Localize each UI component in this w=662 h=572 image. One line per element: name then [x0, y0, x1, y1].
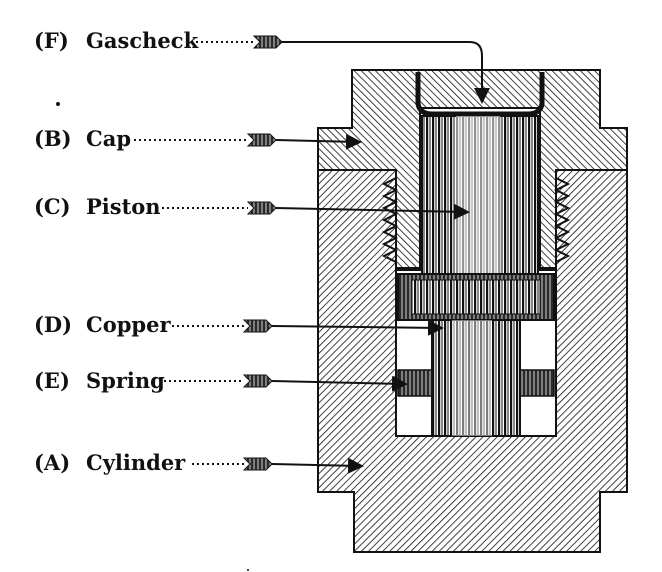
label-name: Spring [86, 368, 165, 393]
copper-highlight [452, 320, 492, 436]
label-name: Piston [86, 194, 161, 219]
label-name: Cylinder [86, 450, 186, 475]
spring-block-right [519, 369, 555, 397]
copper-crusher [431, 319, 521, 437]
label-spring: (E) Spring [34, 368, 165, 393]
feather-gascheck [252, 35, 283, 49]
arrow-gascheck [282, 41, 490, 104]
label-copper: (D) Copper [34, 312, 171, 337]
arrow-cap [275, 133, 362, 150]
label-name: Cap [86, 126, 131, 151]
arrow-spring [271, 375, 408, 392]
label-letter: (E) [34, 368, 70, 393]
feather-spring [242, 374, 273, 388]
speck [56, 102, 60, 106]
leader-lines [134, 41, 254, 465]
feather-cylinder [242, 457, 273, 471]
label-cap: (B) Cap [34, 126, 131, 151]
label-name: Gascheck [86, 28, 199, 53]
label-letter: (D) [34, 312, 72, 337]
label-piston: (C) Piston [34, 194, 161, 219]
piston-shaft-highlight [456, 116, 500, 274]
speck [247, 569, 249, 571]
label-cylinder: (A) Cylinder [34, 450, 186, 475]
label-letter: (F) [34, 28, 69, 53]
arrow-cylinder [271, 457, 364, 474]
arrow-piston [275, 203, 470, 220]
label-letter: (C) [34, 194, 71, 219]
arrow-feathers [242, 35, 283, 471]
piston-head-inner [411, 279, 541, 315]
label-gascheck: (F) Gascheck [34, 28, 199, 53]
feather-piston [246, 201, 277, 215]
thread-left [381, 177, 399, 263]
feather-cap [246, 133, 277, 147]
label-letter: (A) [34, 450, 70, 475]
gascheck-cup [415, 72, 545, 117]
label-letter: (B) [34, 126, 72, 151]
arrow-shafts [271, 41, 490, 474]
label-name: Copper [86, 312, 171, 337]
feather-copper [242, 319, 273, 333]
arrow-copper [271, 319, 444, 336]
thread-right [553, 177, 571, 263]
